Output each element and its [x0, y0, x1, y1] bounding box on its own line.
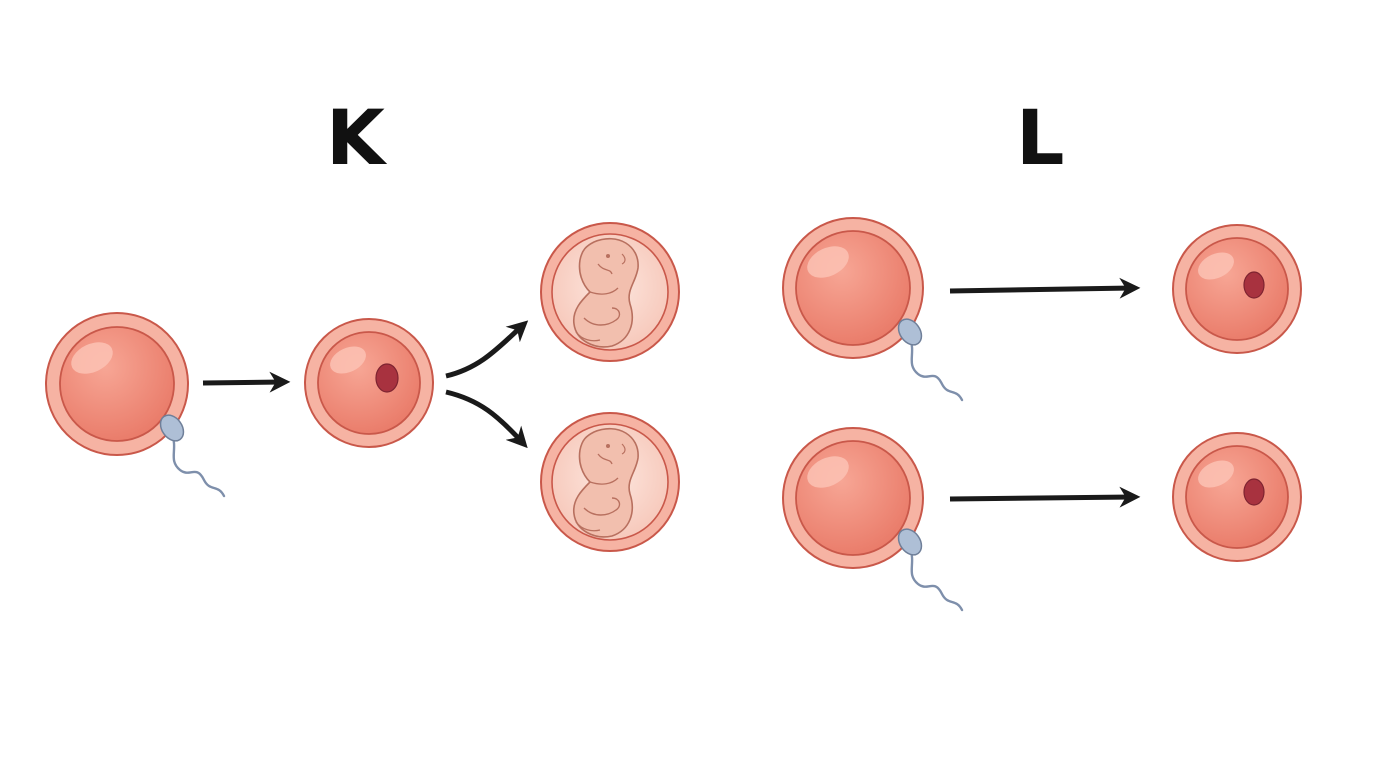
sperm-icon: [892, 523, 964, 612]
k-embryo-bottom: [540, 412, 680, 552]
arrow-icon: [949, 277, 1141, 299]
sperm-icon: [154, 409, 226, 498]
panel-label-l: L: [1016, 93, 1065, 182]
k-egg-with-sperm: [45, 312, 226, 498]
panel-label-k: K: [326, 93, 385, 182]
l-egg-with-sperm-top: [782, 217, 964, 402]
k-zygote: [304, 318, 434, 448]
arrow-icon: [445, 389, 528, 449]
nucleus-icon: [1243, 271, 1265, 299]
arrow-icon: [202, 371, 291, 393]
nucleus-icon: [1243, 478, 1265, 506]
l-zygote-bottom: [1172, 432, 1302, 562]
l-zygote-top: [1172, 224, 1302, 354]
nucleus-icon: [375, 363, 399, 393]
arrow-icon: [949, 486, 1141, 508]
arrow-icon: [445, 320, 529, 379]
k-embryo-top: [540, 222, 680, 362]
l-egg-with-sperm-bottom: [782, 427, 964, 612]
sperm-icon: [892, 313, 964, 402]
